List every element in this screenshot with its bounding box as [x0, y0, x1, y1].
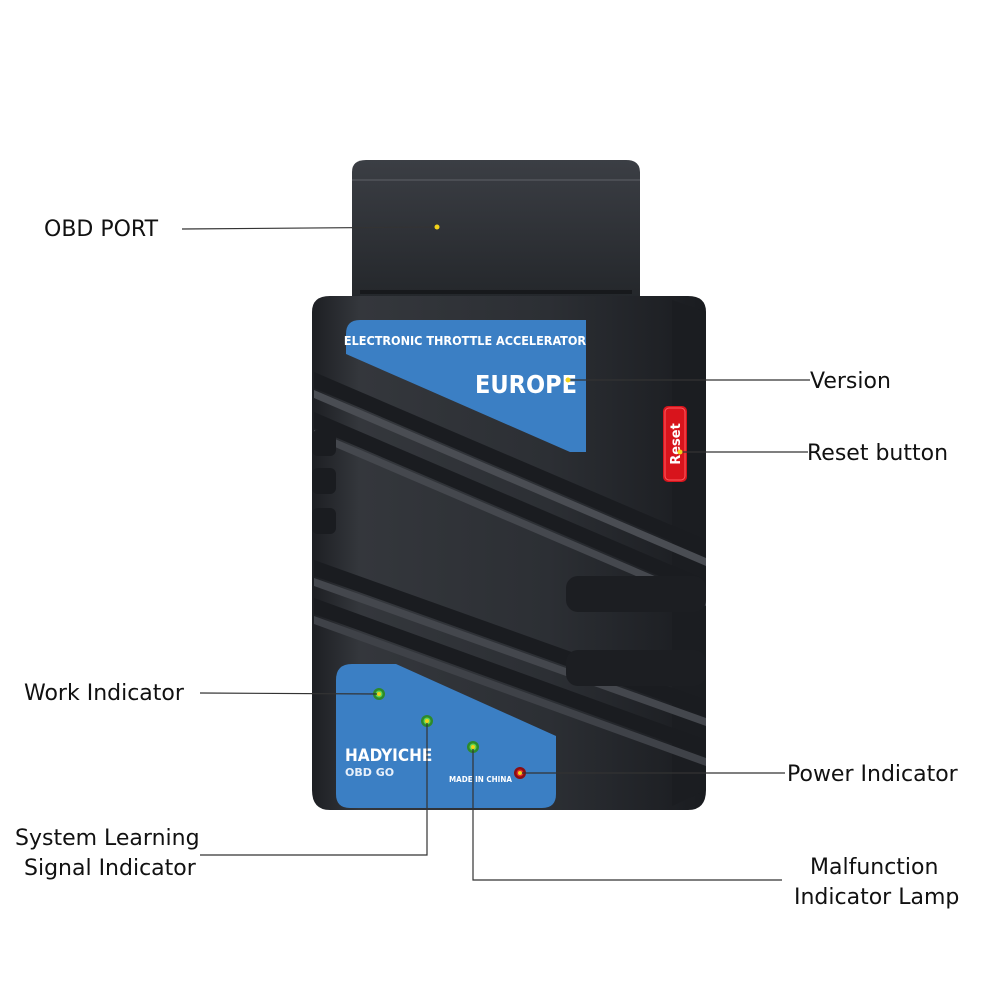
obd-port-plug [352, 160, 640, 298]
model-name: OBD GO [345, 766, 394, 779]
callout-work-indicator: Work Indicator [24, 681, 185, 706]
callout-reset-button: Reset button [807, 441, 948, 466]
label-title: ELECTRONIC THROTTLE ACCELERATOR [344, 333, 586, 348]
reset-button[interactable]: Reset [663, 406, 687, 482]
callout-obd-port: OBD PORT [44, 217, 159, 242]
version-label: EUROPE [475, 370, 577, 399]
leader-system-learning [200, 721, 428, 856]
leader-obd-port [181, 226, 438, 230]
leader-work [199, 692, 380, 695]
housing-ridges [312, 372, 706, 766]
origin-label: MADE IN CHINA [449, 775, 512, 784]
leader-lines [181, 226, 810, 881]
indicator-label-panel: HADYICHE OBD GO MADE IN CHINA [336, 664, 556, 808]
leader-malfunction [472, 747, 782, 881]
callout-system-learning-line2: Signal Indicator [24, 856, 197, 881]
callout-system-learning-line1: System Learning [15, 826, 200, 851]
callout-power-indicator: Power Indicator [787, 762, 959, 787]
callout-malfunction-line2: Indicator Lamp [794, 885, 959, 910]
callout-malfunction-line1: Malfunction [810, 855, 938, 880]
pointer-dots [377, 224, 683, 775]
reset-button-label: Reset [669, 423, 684, 465]
callout-version: Version [810, 369, 891, 394]
brand-name: HADYICHE [345, 746, 432, 766]
obd-device: ELECTRONIC THROTTLE ACCELERATOR EUROPE R… [312, 160, 706, 810]
version-label-panel: ELECTRONIC THROTTLE ACCELERATOR EUROPE [344, 320, 586, 452]
